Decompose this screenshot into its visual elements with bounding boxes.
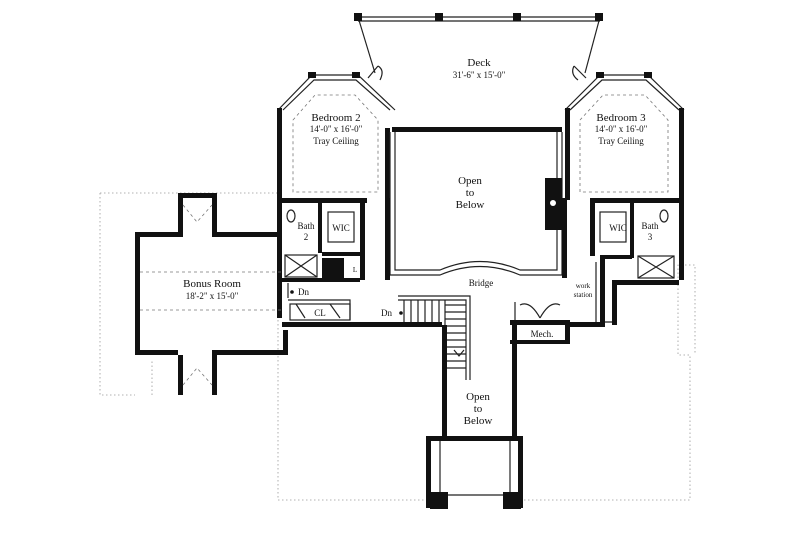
bath-3-line2: 3 bbox=[648, 232, 653, 242]
open-lower-line2: to bbox=[474, 403, 483, 415]
bedroom-2-dims: 14'-0" x 16'-0" bbox=[310, 124, 363, 134]
deck-dims: 31'-6" x 15'-0" bbox=[453, 70, 506, 80]
open-to-below-lower: Open to Below bbox=[426, 325, 523, 509]
bath-2-line1: Bath bbox=[298, 221, 315, 231]
roof-outline bbox=[99, 192, 696, 501]
work-station-line2: station bbox=[574, 291, 593, 299]
bath-2-line2: 2 bbox=[304, 232, 309, 242]
dn-stair-label: Dn bbox=[381, 308, 392, 318]
outer-walls bbox=[385, 198, 605, 327]
linen-label: L bbox=[353, 266, 357, 274]
bonus-room-dims: 18'-2" x 15'-0" bbox=[186, 291, 239, 301]
closet-label: CL bbox=[314, 308, 326, 318]
bath-2-wic-cluster: Bath 2 WIC L bbox=[277, 198, 367, 318]
bedroom-3-label: Bedroom 3 bbox=[596, 112, 646, 124]
deck: Deck 31'-6" x 15'-0" bbox=[354, 13, 603, 81]
hall-left: Dn CL bbox=[282, 278, 442, 327]
bridge-label: Bridge bbox=[469, 278, 494, 288]
bonus-room: Bonus Room 18'-2" x 15'-0" bbox=[135, 193, 288, 395]
bedroom-2-ceiling: Tray Ceiling bbox=[313, 136, 359, 146]
open-center-line2: to bbox=[466, 187, 475, 199]
wic-right-label: WIC bbox=[609, 223, 627, 233]
wic-left-label: WIC bbox=[332, 223, 350, 233]
bath-3-line1: Bath bbox=[642, 221, 659, 231]
open-center-line1: Open bbox=[458, 175, 482, 187]
open-lower-line3: Below bbox=[464, 415, 493, 427]
bridge: Bridge bbox=[469, 278, 494, 288]
bedroom-3-dims: 14'-0" x 16'-0" bbox=[595, 124, 648, 134]
work-station-area: work station Mech. bbox=[510, 255, 679, 344]
open-center-line3: Below bbox=[456, 199, 485, 211]
dn-left-label: Dn bbox=[298, 287, 309, 297]
work-station-line1: work bbox=[576, 282, 591, 290]
deck-label: Deck bbox=[467, 57, 491, 69]
main-stair: Dn bbox=[381, 295, 471, 380]
bedroom-2-label: Bedroom 2 bbox=[311, 112, 360, 124]
bedroom-3-ceiling: Tray Ceiling bbox=[598, 136, 644, 146]
bedroom-2: Bedroom 2 14'-0" x 16'-0" Tray Ceiling bbox=[277, 72, 396, 200]
mech-label: Mech. bbox=[531, 329, 554, 339]
bonus-room-label: Bonus Room bbox=[183, 278, 241, 290]
bedroom-3: Bedroom 3 14'-0" x 16'-0" Tray Ceiling bbox=[564, 72, 685, 200]
open-to-below-center: Open to Below bbox=[389, 127, 563, 276]
open-lower-line1: Open bbox=[466, 391, 490, 403]
bath-3-wic-cluster: WIC Bath 3 bbox=[590, 198, 684, 280]
